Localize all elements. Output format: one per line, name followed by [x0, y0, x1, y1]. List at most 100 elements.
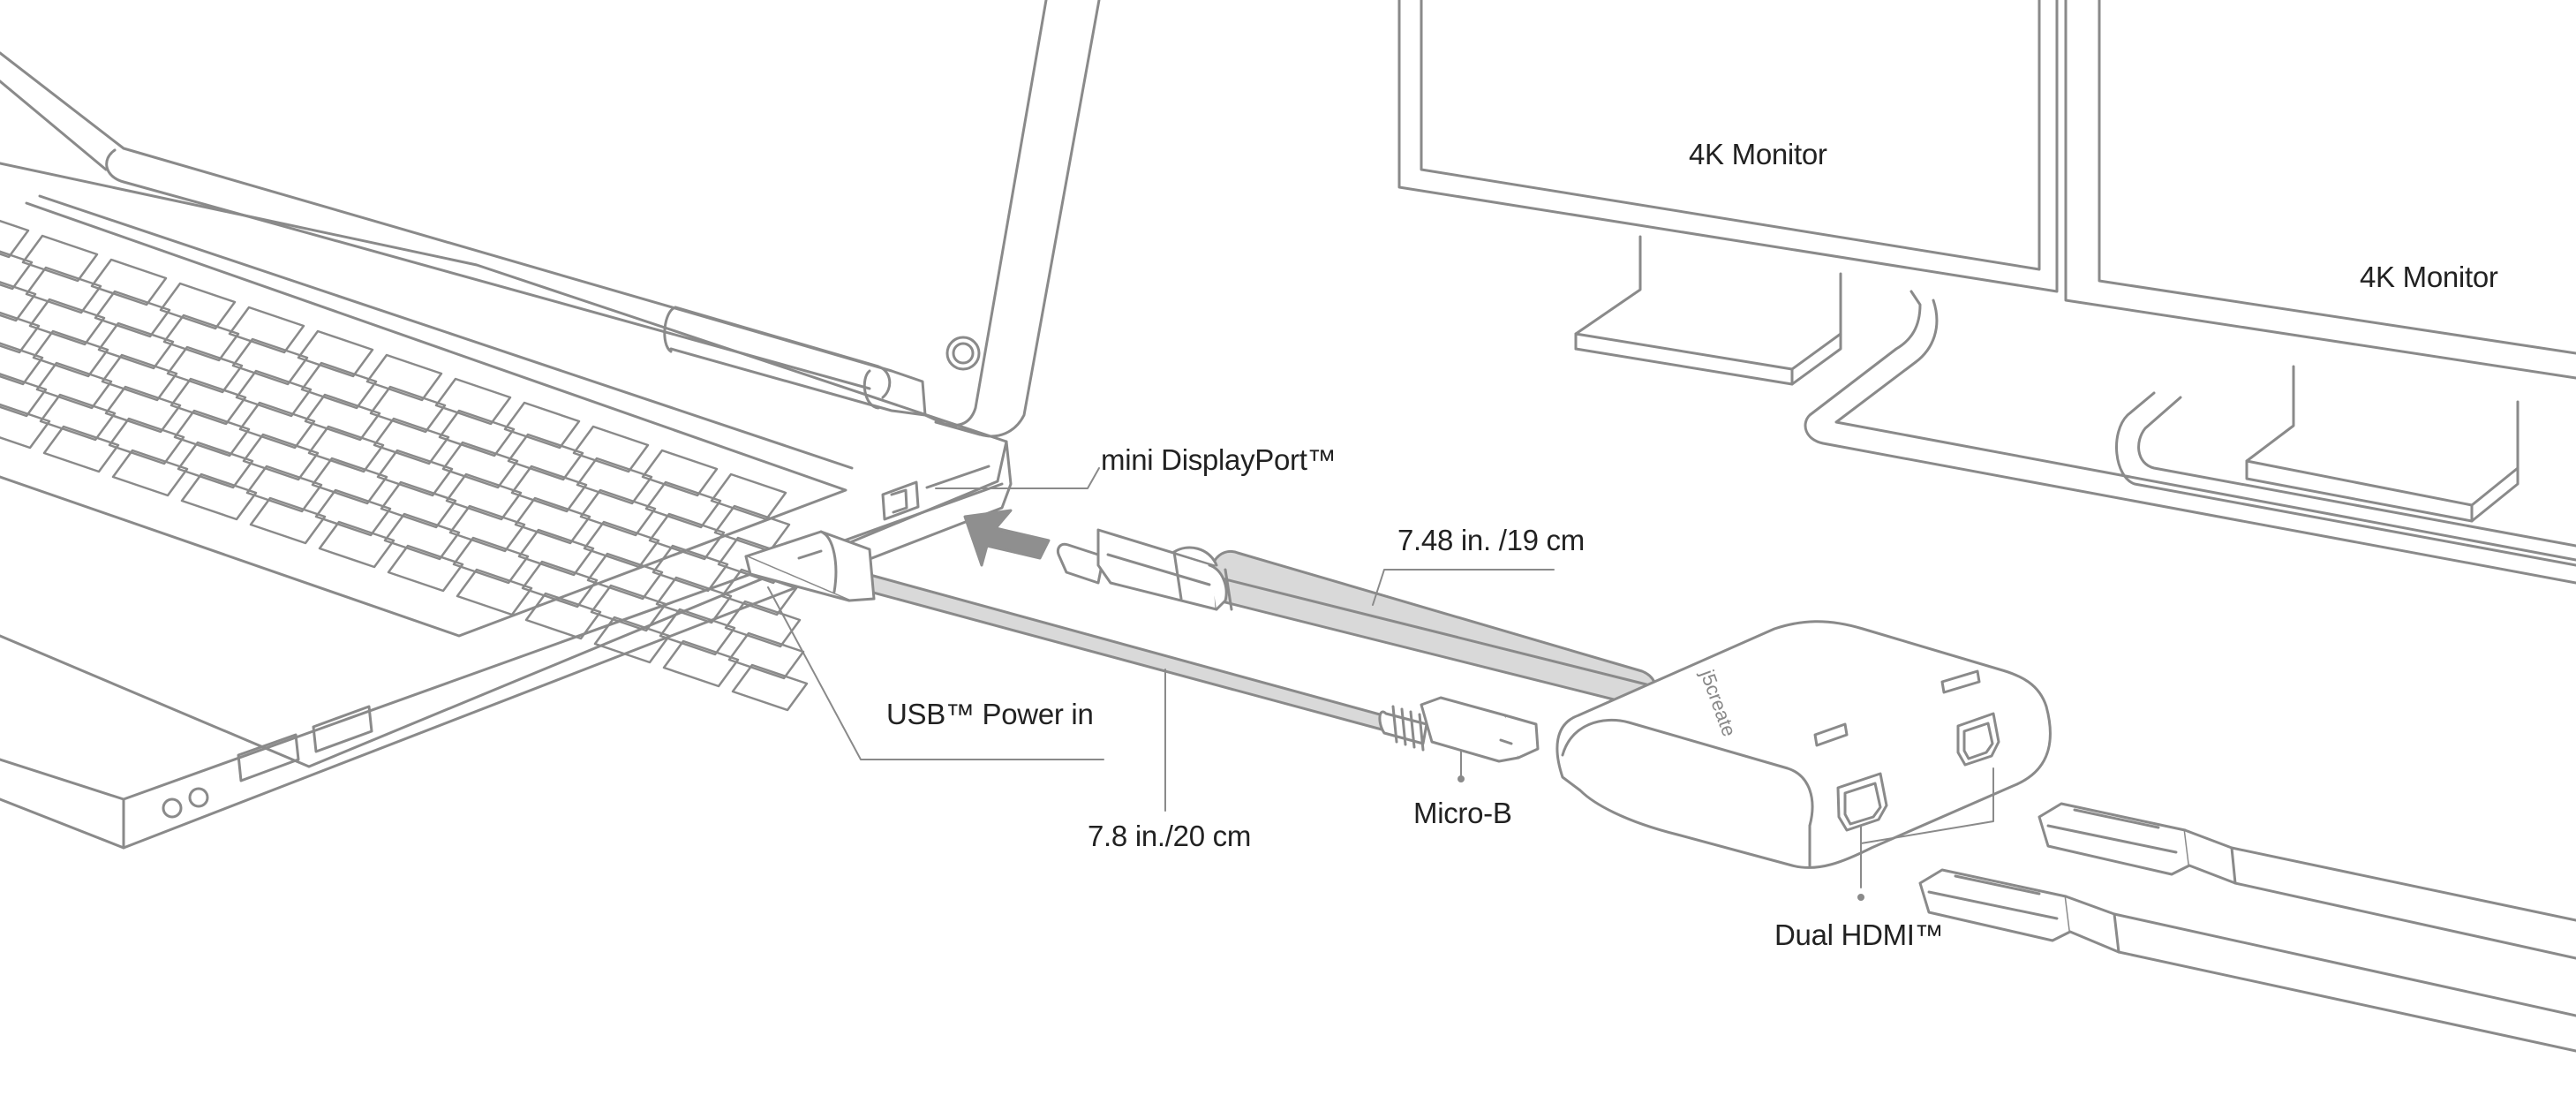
keyboard-key [28, 298, 106, 346]
keyboard-key [514, 496, 591, 545]
keyboard-key [503, 401, 581, 450]
keyboard-key [448, 504, 526, 553]
keyboard-key [731, 663, 809, 712]
keyboard-key [0, 311, 41, 354]
dual-hdmi-label: Dual HDMI™ [1774, 918, 1944, 951]
keyboard-key [169, 377, 247, 426]
keyboard-key [300, 361, 378, 410]
keyboard-key [0, 250, 34, 291]
keyboard-key [42, 425, 120, 473]
keyboard-key [387, 544, 464, 593]
keyboard-key [32, 329, 109, 378]
keyboard-key [369, 385, 447, 434]
keyboard-key [710, 472, 787, 521]
keyboard-key [438, 409, 516, 457]
keyboard-key [456, 568, 533, 616]
keyboard-key [641, 449, 719, 497]
keyboard-key [0, 219, 30, 259]
keyboard-key [101, 353, 178, 402]
displayport-cable-length-label: 7.48 in. /19 cm [1397, 524, 1585, 556]
keyboard-key [108, 417, 185, 465]
keyboard-key [441, 441, 519, 489]
keyboard-key [583, 520, 660, 569]
keyboard-key [590, 584, 667, 632]
keyboard-key [111, 449, 189, 497]
keyboard-key [177, 441, 254, 489]
keyboard-keys [0, 219, 809, 712]
keyboard-key [434, 377, 512, 426]
keyboard-key [662, 639, 740, 688]
hdmi-plug-icon [1918, 868, 2576, 1053]
keyboard-key [521, 560, 599, 608]
keyboard-key [517, 528, 595, 577]
keyboard-key [0, 403, 51, 450]
keyboard-key [249, 496, 327, 545]
keyboard-key [228, 306, 305, 354]
keyboard-key [655, 576, 733, 624]
keyboard-key [644, 480, 722, 529]
keyboard-key [576, 457, 653, 505]
keyboard-key [713, 504, 791, 553]
keyboard-key [383, 512, 461, 561]
keyboard-key [97, 321, 175, 370]
keyboard-key [727, 631, 805, 680]
keyboard-key [307, 425, 385, 473]
keyboard-key [507, 433, 584, 481]
keyboard-key [180, 472, 258, 521]
monitor-1-icon [1397, 0, 2059, 386]
micro-b-plug-icon [1378, 696, 1540, 763]
keyboard-key [0, 373, 48, 418]
keyboard-key [304, 393, 381, 442]
keyboard-key [35, 361, 113, 410]
keyboard-key [166, 345, 244, 394]
hdmi-plug-icon-2 [2037, 802, 2576, 960]
keyboard-key [94, 290, 171, 338]
callout-lines [767, 467, 1994, 901]
keyboard-key [445, 472, 523, 521]
keyboard-key [380, 480, 457, 529]
keyboard-key [25, 266, 102, 314]
keyboard-key [652, 544, 729, 593]
keyboard-key [235, 369, 313, 418]
keyboard-key [159, 282, 237, 330]
keyboard-key [238, 401, 316, 450]
keyboard-key [314, 488, 392, 537]
keyboard-key [376, 449, 454, 497]
insert-arrow-icon [963, 509, 1051, 567]
monitor-1-label: 4K Monitor [1689, 138, 1827, 170]
keyboard-key [0, 281, 37, 322]
keyboard-key [579, 488, 657, 537]
keyboard-key [39, 393, 117, 442]
keyboard-key [90, 258, 168, 306]
keyboard-key [104, 385, 182, 434]
keyboard-key [245, 465, 323, 513]
keyboard-key [452, 536, 530, 585]
keyboard-key [524, 592, 602, 640]
keyboard-key [572, 425, 650, 473]
mini-displayport-label: mini DisplayPort™ [1101, 443, 1337, 476]
monitor-cables [1804, 290, 2576, 585]
keyboard-key [173, 409, 251, 457]
mini-displayport-plug-icon [1056, 528, 1658, 704]
monitor-2-label: 4K Monitor [2360, 261, 2498, 293]
keyboard-key [21, 234, 99, 283]
keyboard-key [162, 314, 240, 362]
keyboard-key [510, 465, 588, 513]
laptop-icon [0, 0, 1101, 850]
keyboard-key [242, 433, 320, 481]
keyboard-key [659, 608, 736, 656]
usb-cable-length-label: 7.8 in./20 cm [1088, 820, 1252, 852]
usb-power-cable [744, 530, 1401, 735]
keyboard-key [586, 552, 664, 601]
keyboard-key [311, 457, 388, 505]
adapter-icon: j5create [1555, 620, 2052, 869]
keyboard-key [373, 417, 450, 465]
keyboard-key [231, 337, 309, 386]
keyboard-key [648, 512, 726, 561]
keyboard-key [593, 616, 671, 664]
micro-b-label: Micro-B [1413, 797, 1512, 829]
monitor-2-icon [2064, 0, 2576, 523]
keyboard-key [0, 342, 44, 386]
